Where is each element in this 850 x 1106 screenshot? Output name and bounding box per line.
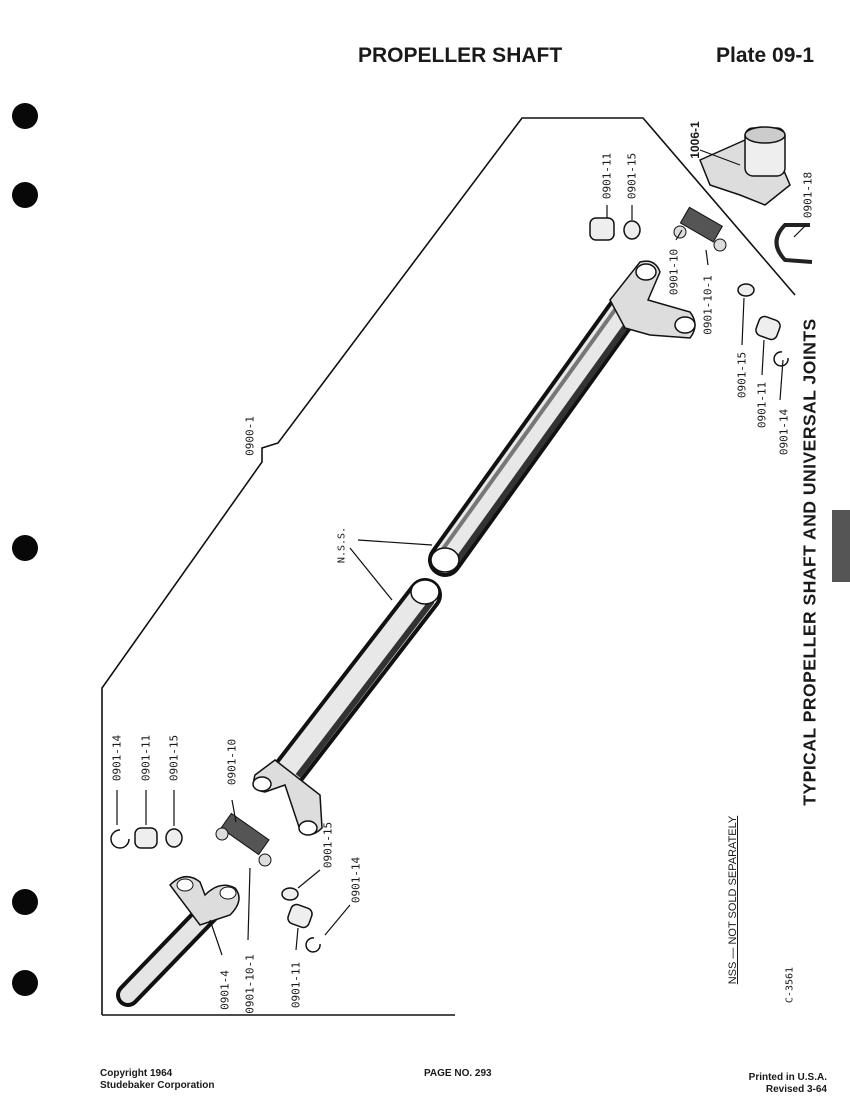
binder-hole xyxy=(12,182,38,208)
part-label: 0901-10-1 xyxy=(243,954,257,1014)
companion-flange xyxy=(699,126,791,206)
part-label: 0901-10-1 xyxy=(701,275,715,335)
part-label: 0901-14 xyxy=(349,856,363,904)
part-label: 1006-1 xyxy=(688,121,702,159)
binder-hole xyxy=(12,535,38,561)
part-label: 0901-10 xyxy=(225,738,239,786)
part-label: 0901-10 xyxy=(667,248,681,296)
plate-number: Plate 09-1 xyxy=(716,44,815,67)
part-label: 0901-11 xyxy=(755,381,769,429)
part-label: 0901-11 xyxy=(600,152,614,200)
binder-hole xyxy=(12,970,38,996)
leader-arrows xyxy=(116,149,807,956)
page-title: PROPELLER SHAFT xyxy=(358,44,563,67)
section-tab xyxy=(832,510,850,582)
revised-date: Revised 3-64 xyxy=(765,1084,827,1095)
part-label: N.S.S. xyxy=(336,526,348,564)
u-bolt xyxy=(774,223,813,264)
page-number: PAGE NO. 293 xyxy=(424,1068,492,1079)
nss-note: NSS — NOT SOLD SEPARATELY xyxy=(727,815,739,985)
copyright-owner: Studebaker Corporation xyxy=(100,1080,215,1091)
part-label: 0901-11 xyxy=(139,734,153,782)
assembly-bracket-line xyxy=(101,117,796,1016)
part-label: 0901-15 xyxy=(625,152,639,200)
print-info: Printed in U.S.A. Revised 3-64 xyxy=(749,1072,827,1096)
printed-in: Printed in U.S.A. xyxy=(748,1072,827,1083)
section-title: TYPICAL PROPELLER SHAFT AND UNIVERSAL JO… xyxy=(799,318,820,806)
part-label: 0901-15 xyxy=(735,351,749,399)
part-label: 0901-15 xyxy=(321,821,335,869)
part-label: 0901-11 xyxy=(289,961,303,1009)
binder-hole xyxy=(12,103,38,129)
binder-hole xyxy=(12,889,38,915)
lower-shaft-tube xyxy=(273,578,442,787)
bearing-parts xyxy=(110,217,789,953)
lower-tube-yoke xyxy=(252,759,323,836)
upper-shaft-tube xyxy=(428,288,645,577)
lower-cross-journal xyxy=(215,812,272,867)
part-label: 0901-14 xyxy=(110,734,124,782)
part-label: 0900-1 xyxy=(243,416,257,456)
copyright-year: Copyright 1964 xyxy=(100,1068,173,1079)
front-yoke-shaft xyxy=(116,876,240,1007)
part-label: 0901-15 xyxy=(167,734,181,782)
upper-slip-yoke xyxy=(609,260,696,339)
part-label: 0901-14 xyxy=(777,408,791,456)
part-label: 0901-4 xyxy=(218,970,232,1010)
upper-cross-journal xyxy=(673,206,727,252)
figure-code: C-3561 xyxy=(784,966,796,1004)
part-label: 0901-18 xyxy=(801,171,815,219)
copyright: Copyright 1964 Studebaker Corporation xyxy=(100,1068,214,1092)
